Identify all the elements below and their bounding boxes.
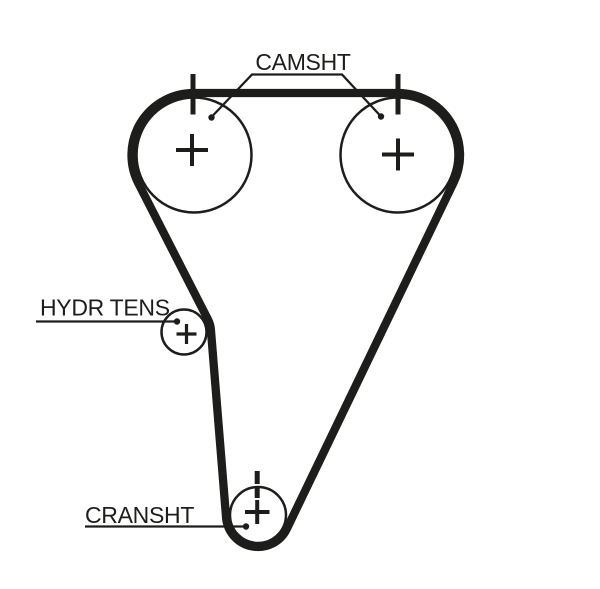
crankshaft-center-cross <box>245 500 270 524</box>
crankshaft-label: CRANSHT <box>85 502 194 528</box>
tensioner-label: HYDR TENS <box>40 295 170 321</box>
tensioner-center-cross <box>176 324 197 344</box>
crankshaft-leader-dot <box>242 523 250 530</box>
tensioner-pulley <box>160 308 208 356</box>
tensioner-leader-dot <box>173 318 181 325</box>
camshaft-leader-dot-right <box>377 113 385 120</box>
camshaft-left-center-cross <box>176 134 208 166</box>
camshaft-leader-line <box>210 73 382 118</box>
camshaft-leader-dot-left <box>208 114 215 121</box>
camshaft-label: CAMSHT <box>255 49 351 75</box>
crankshaft-pulley <box>228 485 288 545</box>
camshaft-right-center-cross <box>382 138 414 171</box>
timing-belt <box>127 88 465 552</box>
